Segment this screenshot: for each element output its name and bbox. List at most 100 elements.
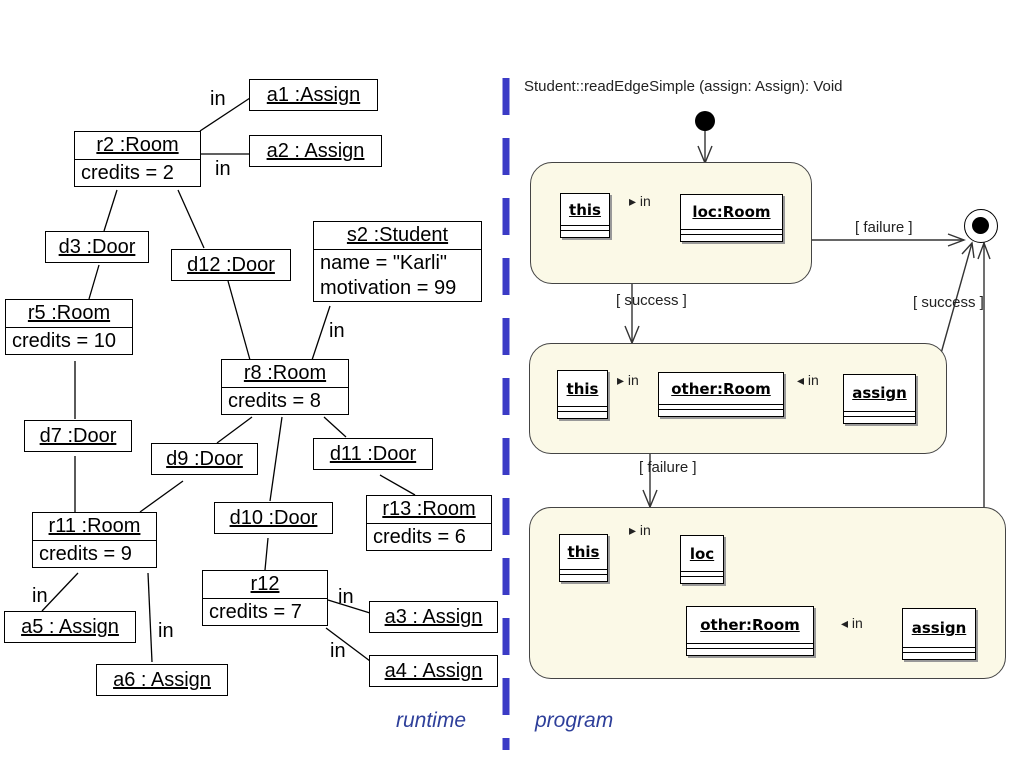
link-r12-a4 [325,627,371,662]
link-r11-a5 [41,572,79,612]
object-a5-name: a5 : Assign [21,616,119,638]
uml-object-loc-3: loc [680,535,724,584]
uml-link-label-2b: ◂ in [797,372,819,388]
link-direction-icon: ▸ [617,372,628,388]
object-s2-student: s2 :Student name = "Karli" motivation = … [313,221,482,302]
caption-runtime: runtime [396,709,467,732]
object-r12-credits: credits = 7 [203,598,327,625]
flow-state2-final [939,242,973,358]
uml-link-label-2a-text: in [627,372,639,388]
link-label-r11-a5: in [32,585,48,607]
object-r12-room: r12 credits = 7 [202,570,328,626]
uml-object-assign-2: assign [843,374,916,424]
object-r13-credits: credits = 6 [367,523,491,550]
link-r12-a3 [327,599,371,614]
object-d11-name: d11 :Door [329,443,417,465]
uml-link-label-3a: ▸ in [629,522,651,538]
link-label-r2-a1: in [210,88,226,110]
link-d11-r13 [379,474,416,496]
uml-object-this-2: this [557,370,608,419]
link-d10-r12 [264,537,269,571]
object-r13-name: r13 :Room [382,498,476,520]
object-s2-name-attr: name = "Karli" [320,252,448,274]
uml-object-assign-3: assign [902,608,976,660]
link-label-r12-a3: in [338,586,354,608]
object-r5-credits: credits = 10 [6,327,132,354]
object-d10-name: d10 :Door [229,507,318,529]
link-direction-icon: ▸ [629,193,640,209]
uml-link-label-3b: ◂ in [841,615,863,631]
flow-failure-arrowhead [947,233,966,247]
object-a4-assign: a4 : Assign [369,655,498,687]
link-r8-d9 [216,416,253,444]
link-d12-r8 [227,280,251,361]
object-a6-assign: a6 : Assign [96,664,228,696]
object-a6-name: a6 : Assign [113,669,211,691]
start-node [695,111,715,131]
link-r2-a1 [199,97,251,132]
uml-link-label-1: ▸ in [629,193,651,209]
link-r8-d11 [323,416,347,438]
uml-link-label-3b-text: in [851,615,863,631]
link-r11-a6 [147,572,153,663]
object-r11-credits: credits = 9 [33,540,156,567]
object-r13-room: r13 :Room credits = 6 [366,495,492,551]
uml-object-loc-room-1: loc:Room [680,194,783,242]
object-a1-assign: a1 :Assign [249,79,378,111]
object-s2-name: s2 :Student [346,224,449,246]
link-r2-d12 [177,189,205,249]
object-a1-name: a1 :Assign [266,84,361,106]
link-direction-icon: ▸ [629,522,640,538]
uml-link-label-1-text: in [639,193,651,209]
object-r11-room: r11 :Room credits = 9 [32,512,157,568]
object-d12-door: d12 :Door [171,249,291,281]
object-d12-name: d12 :Door [187,254,275,276]
object-d9-name: d9 :Door [166,448,243,470]
link-r8-d10 [269,416,283,502]
object-r8-name: r8 :Room [243,362,327,384]
object-d7-name: d7 :Door [39,425,117,447]
object-r2-credits: credits = 2 [75,159,200,186]
link-label-r2-a2: in [215,158,231,180]
object-a2-assign: a2 : Assign [249,135,382,167]
object-d3-door: d3 :Door [45,231,149,263]
link-r2-d3 [103,189,118,232]
uml-link-label-2b-text: in [807,372,819,388]
guard-failure-2: [ failure ] [639,459,697,476]
uml-link-label-3a-text: in [639,522,651,538]
object-a5-assign: a5 : Assign [4,611,136,643]
object-a3-assign: a3 : Assign [369,601,498,633]
uml-object-this-3: this [559,534,608,582]
link-d3-r5 [88,264,100,300]
object-r8-room: r8 :Room credits = 8 [221,359,349,415]
uml-object-other-room-3: other:Room [686,606,814,656]
link-direction-icon: ◂ [841,615,852,631]
link-direction-icon: ◂ [797,372,808,388]
method-signature: Student::readEdgeSimple (assign: Assign)… [524,78,843,95]
link-label-r11-a6: in [158,620,174,642]
object-s2-attrs: name = "Karli" motivation = 99 [314,249,481,301]
flow-state2-final-arrowhead [961,241,975,259]
link-s2-r8 [311,305,331,361]
object-r11-name: r11 :Room [48,515,141,537]
flow-state3-final-arrowhead [977,241,991,260]
object-r2-name: r2 :Room [96,134,179,156]
object-d10-door: d10 :Door [214,502,333,534]
object-d11-door: d11 :Door [313,438,433,470]
final-node [964,209,998,243]
guard-failure-1: [ failure ] [855,219,913,236]
object-s2-motivation-attr: motivation = 99 [320,277,457,299]
guard-success-2: [ success ] [913,294,984,311]
guard-success-1: [ success ] [616,292,687,309]
object-a2-name: a2 : Assign [266,140,365,162]
object-r5-room: r5 :Room credits = 10 [5,299,133,355]
object-r8-credits: credits = 8 [222,387,348,414]
link-label-r12-a4: in [330,640,346,662]
uml-link-label-2a: ▸ in [617,372,639,388]
uml-object-other-room-2: other:Room [658,372,784,417]
link-label-s2-r8: in [329,320,345,342]
object-r2-room: r2 :Room credits = 2 [74,131,201,187]
uml-object-this-1: this [560,193,610,238]
object-r12-name: r12 [250,573,280,595]
